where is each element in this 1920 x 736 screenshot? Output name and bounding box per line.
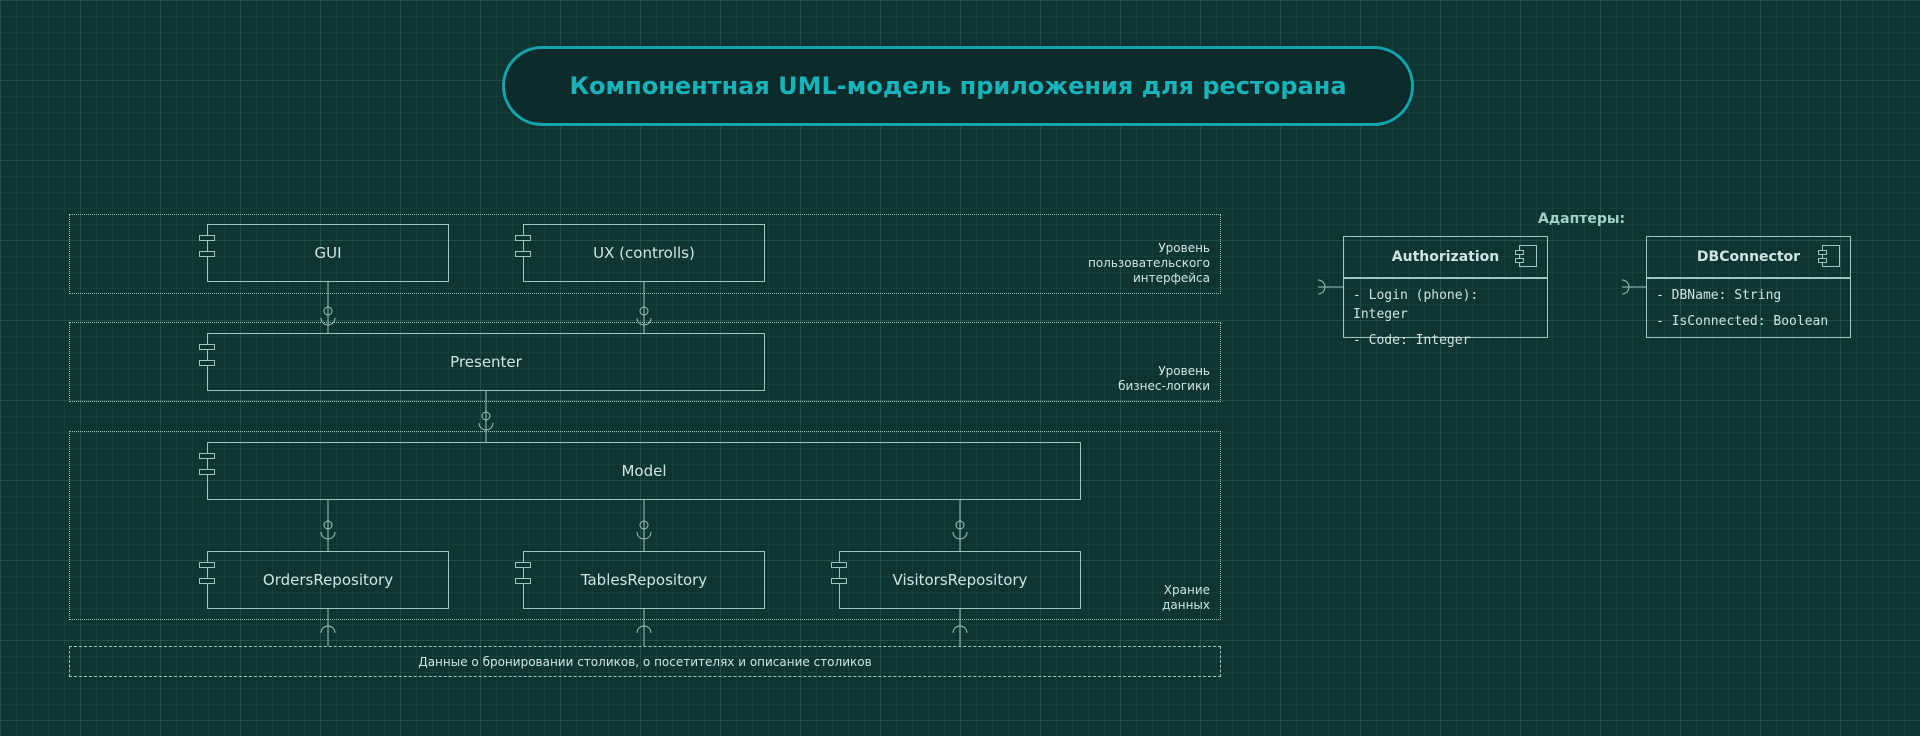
class-authorization-attrs: - Login (phone): Integer - Code: Integer	[1344, 279, 1547, 350]
diagram-title-text: Компонентная UML-модель приложения для р…	[569, 72, 1347, 100]
component-ux[interactable]: UX (controlls)	[515, 224, 765, 282]
component-tables-repository[interactable]: TablesRepository	[515, 551, 765, 609]
attr-isconnected: - IsConnected: Boolean	[1656, 314, 1829, 329]
component-gui[interactable]: GUI	[199, 224, 449, 282]
business-layer-label-line2: бизнес-логики	[1118, 379, 1210, 393]
component-model[interactable]: Model	[199, 442, 1081, 500]
component-icon	[199, 562, 215, 588]
ui-layer-label-line3: интерфейса	[1132, 271, 1210, 285]
class-authorization[interactable]: Authorization - Login (phone): Integer -…	[1343, 236, 1548, 348]
component-icon	[1818, 245, 1840, 267]
ui-layer-label: Уровень пользовательского интерфейса	[1010, 241, 1210, 286]
component-orders-label: OrdersRepository	[262, 571, 394, 589]
ui-layer-label-line1: Уровень	[1158, 241, 1210, 255]
diagram-title: Компонентная UML-модель приложения для р…	[502, 46, 1414, 126]
class-authorization-header: Authorization	[1344, 237, 1547, 279]
storage-layer	[69, 431, 1221, 620]
component-orders-repository[interactable]: OrdersRepository	[199, 551, 449, 609]
attr-dbname: - DBName: String	[1656, 288, 1782, 303]
component-icon	[199, 453, 215, 479]
component-presenter[interactable]: Presenter	[199, 333, 765, 391]
class-dbconnector-attrs: - DBName: String - IsConnected: Boolean	[1647, 279, 1850, 331]
component-presenter-label: Presenter	[450, 353, 522, 371]
component-icon	[515, 235, 531, 261]
class-dbconnector-name: DBConnector	[1696, 249, 1801, 265]
business-layer	[69, 322, 1221, 402]
component-icon	[831, 562, 847, 588]
business-layer-label-line1: Уровень	[1158, 364, 1210, 378]
data-store-label: Данные о бронировании столиков, о посети…	[418, 654, 872, 669]
data-store[interactable]: Данные о бронировании столиков, о посети…	[69, 646, 1221, 677]
component-visitors-repository[interactable]: VisitorsRepository	[831, 551, 1081, 609]
class-authorization-name: Authorization	[1391, 249, 1500, 265]
component-model-label: Model	[621, 462, 667, 480]
component-icon	[199, 344, 215, 370]
component-icon	[515, 562, 531, 588]
ui-layer	[69, 214, 1221, 294]
component-icon	[1515, 245, 1537, 267]
component-tables-label: TablesRepository	[580, 571, 708, 589]
class-dbconnector-header: DBConnector	[1647, 237, 1850, 279]
adapters-label: Адаптеры:	[1538, 211, 1626, 227]
component-icon	[199, 235, 215, 261]
component-visitors-label: VisitorsRepository	[892, 571, 1028, 589]
component-gui-label: GUI	[314, 244, 342, 262]
storage-layer-label-line1: Храние	[1163, 583, 1210, 597]
attr-login: - Login (phone): Integer	[1353, 288, 1479, 322]
storage-layer-label: Храние данных	[1010, 583, 1210, 613]
business-layer-label: Уровень бизнес-логики	[1010, 364, 1210, 394]
component-ux-label: UX (controlls)	[593, 244, 695, 262]
class-dbconnector[interactable]: DBConnector - DBName: String - IsConnect…	[1646, 236, 1851, 338]
attr-code: - Code: Integer	[1353, 333, 1471, 348]
storage-layer-label-line2: данных	[1162, 598, 1210, 612]
ui-layer-label-line2: пользовательского	[1087, 256, 1210, 270]
